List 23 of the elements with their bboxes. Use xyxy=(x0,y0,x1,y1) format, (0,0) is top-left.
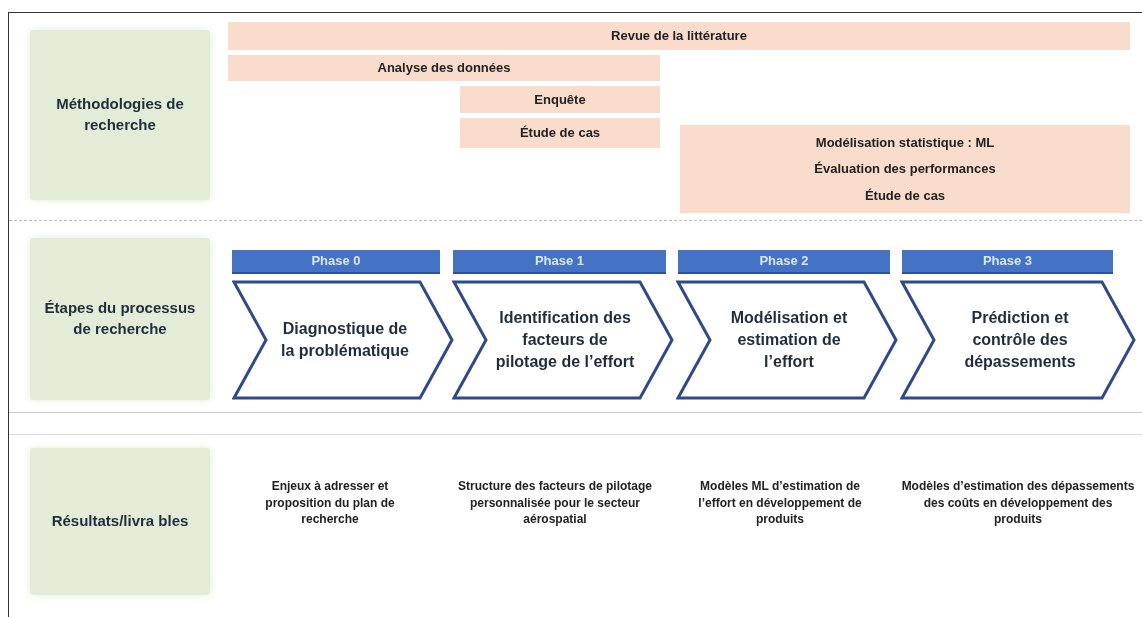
row-header-box: Étapes du processus de recherche xyxy=(30,238,210,400)
phase-header: Phase 0 xyxy=(232,250,440,274)
method-bar: Enquête xyxy=(460,86,660,113)
deliverable-text: Enjeux à adresser et proposition du plan de recherche xyxy=(264,478,396,528)
phase-title: Diagnostique de la problématique xyxy=(280,319,410,361)
deliverable-text: Modèles ML d’estimation de l’effort en développement de produits xyxy=(697,478,863,528)
row-header-box: Méthodologies de recherche xyxy=(30,30,210,200)
method-text: Étude de cas xyxy=(864,186,946,205)
deliverable-text: Structure des facteurs de pilotage personnalisée pour le secteur aérospatial xyxy=(456,478,654,528)
phase-header: Phase 1 xyxy=(453,250,666,274)
method-block xyxy=(680,125,1130,213)
phase-title: Modélisation et estimation de l’effort xyxy=(729,308,849,372)
method-text: Évaluation des performances xyxy=(814,160,996,179)
phase-title: Identification des facteurs de pilotage de l’effort xyxy=(494,308,636,372)
method-bar: Étude de cas xyxy=(460,118,660,148)
method-text: Modélisation statistique : ML xyxy=(815,133,995,152)
phase-header: Phase 3 xyxy=(902,250,1113,274)
row-header-box: Résultats/livra bles xyxy=(30,448,210,595)
deliverable-text: Modèles d’estimation des dépassements des coûts en développement des produits xyxy=(900,478,1136,528)
method-bar: Analyse des données xyxy=(228,55,660,81)
phase-title: Prédiction et contrôle des dépassements xyxy=(963,308,1077,372)
phase-header: Phase 2 xyxy=(678,250,890,274)
method-bar: Revue de la littérature xyxy=(228,22,1130,50)
